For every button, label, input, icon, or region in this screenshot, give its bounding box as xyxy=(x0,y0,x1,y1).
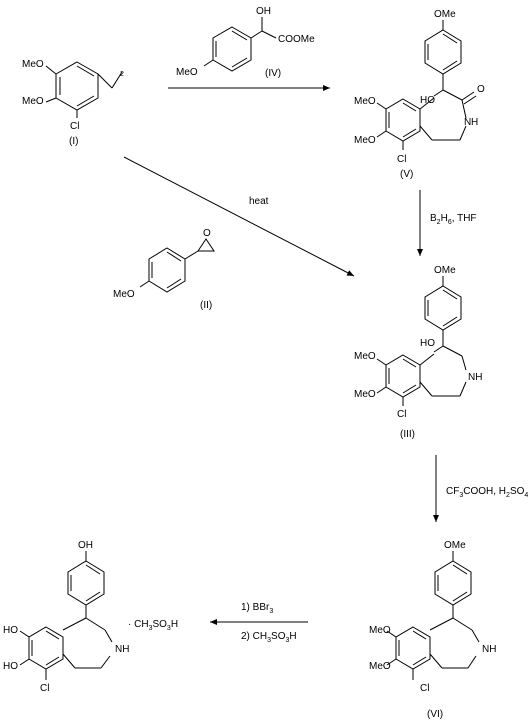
compound-VI-ome-2: MeO xyxy=(369,661,391,672)
compound-VI-ome-1: MeO xyxy=(369,625,391,636)
compound-VI-nh: NH xyxy=(482,644,496,655)
final-ho-1: HO xyxy=(3,625,18,636)
final-ho-2: HO xyxy=(3,661,18,672)
compound-IV-oh: OH xyxy=(256,6,271,17)
compound-IV-ome: MeO xyxy=(176,67,198,78)
arrow-I-to-III: heat xyxy=(123,156,355,277)
compound-V-label: (V) xyxy=(400,169,413,180)
compound-VI-cl: Cl xyxy=(420,683,429,694)
compound-VI: OMe NH MeO MeO Cl (VI) xyxy=(369,540,496,720)
compound-IV-ester: COOMe xyxy=(278,34,315,45)
compound-V-cl: Cl xyxy=(397,154,406,165)
arrow-VI-to-final-step2: 2) CH3SO3H xyxy=(241,631,297,644)
arrow-III-to-VI-label: CF3COOH, H2SO4 xyxy=(446,486,528,499)
compound-V-n: N xyxy=(464,117,471,128)
compound-III-ome-top: OMe xyxy=(434,265,456,276)
compound-II-ome: MeO xyxy=(113,289,135,300)
arrow-I-to-III-label: heat xyxy=(249,196,269,207)
compound-V: OMe HO O H N MeO MeO Cl (V) xyxy=(354,9,485,180)
compound-I-label: (I) xyxy=(69,136,78,147)
compound-V-oh: HO xyxy=(420,95,435,106)
final-nh: NH xyxy=(115,644,129,655)
compound-final: OH NH HO HO Cl · CH3SO3H xyxy=(3,540,178,694)
compound-III-cl: Cl xyxy=(397,409,406,420)
arrow-VI-to-final: 1) BBr3 2) CH3SO3H xyxy=(210,602,308,644)
compound-II-label: (II) xyxy=(200,300,212,311)
compound-I-ome-bottom: MeO xyxy=(22,96,44,107)
compound-III-ome-1: MeO xyxy=(354,351,376,362)
compound-VI-ome-top: OMe xyxy=(444,540,466,551)
compound-IV-label: (IV) xyxy=(265,68,281,79)
final-cl: Cl xyxy=(40,683,49,694)
compound-II: O MeO (II) xyxy=(113,228,215,311)
compound-II-epoxide-o: O xyxy=(203,228,211,239)
compound-V-carbonyl-o: O xyxy=(477,84,485,95)
compound-I-nh: 2 xyxy=(120,71,124,78)
compound-VI-label: (VI) xyxy=(427,709,443,720)
compound-III: OMe HO NH MeO MeO Cl (III) xyxy=(354,265,482,440)
compound-I-cl: Cl xyxy=(70,121,79,132)
arrow-V-to-III: B2H6, THF xyxy=(417,190,477,256)
compound-V-ome-top: OMe xyxy=(434,9,456,20)
compound-IV: OH COOMe MeO (IV) xyxy=(176,6,315,79)
compound-I: MeO MeO Cl 2 (I) xyxy=(22,59,124,147)
compound-V-nh: H xyxy=(471,117,478,128)
compound-III-ome-2: MeO xyxy=(354,389,376,400)
compound-V-ome-2: MeO xyxy=(354,135,376,146)
arrow-V-to-III-label: B2H6, THF xyxy=(430,213,477,226)
compound-III-nh: NH xyxy=(468,372,482,383)
compound-III-oh: HO xyxy=(420,338,435,349)
arrow-III-to-VI: CF3COOH, H2SO4 xyxy=(433,455,528,522)
compound-III-label: (III) xyxy=(400,429,415,440)
final-salt: · CH3SO3H xyxy=(128,619,178,632)
compound-V-ome-1: MeO xyxy=(354,96,376,107)
final-oh-top: OH xyxy=(78,540,93,551)
compound-I-ome-top: MeO xyxy=(22,59,44,70)
arrow-VI-to-final-step1: 1) BBr3 xyxy=(241,602,273,615)
